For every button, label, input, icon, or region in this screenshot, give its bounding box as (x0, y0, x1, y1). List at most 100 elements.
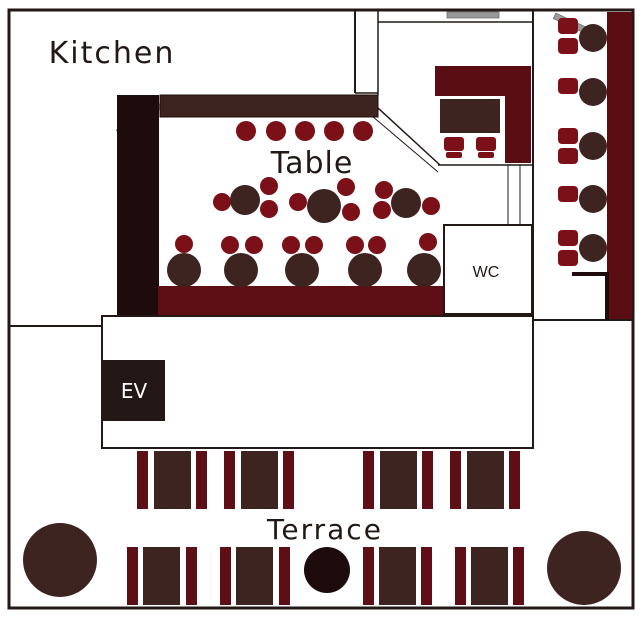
bench (283, 451, 294, 509)
round-table (579, 78, 607, 106)
diagonal-wall-inner (371, 115, 439, 173)
bench (279, 547, 290, 605)
round-table (348, 253, 382, 287)
terrace-table (143, 547, 180, 605)
bench (509, 451, 520, 509)
chair (558, 250, 578, 266)
bench (186, 547, 197, 605)
bench (421, 547, 432, 605)
terrace-table (380, 451, 417, 509)
round-table (579, 24, 607, 52)
top-seat-row (236, 121, 373, 141)
terrace-table (154, 451, 191, 509)
booth-counter-side (505, 66, 531, 163)
round-table (579, 132, 607, 160)
terrace-table (379, 547, 416, 605)
ev-label: EV (121, 379, 148, 403)
round-table (167, 253, 201, 287)
outer-wall (7, 8, 635, 610)
door-top (446, 11, 500, 19)
bench (422, 451, 433, 509)
chair (558, 18, 578, 34)
walls (7, 8, 635, 610)
table-label: Table (270, 146, 354, 181)
bench (450, 451, 461, 509)
terrace-center-planter (304, 547, 350, 593)
booth-seat (446, 152, 462, 158)
terrace-table (471, 547, 508, 605)
terrace-upper-row (137, 451, 520, 509)
seat (337, 178, 355, 196)
booth-table (440, 99, 500, 133)
booth-seat (478, 152, 494, 158)
chair (558, 186, 578, 202)
wc-room (443, 224, 533, 315)
booth-seat (476, 137, 496, 151)
bench (363, 451, 374, 509)
round-table (230, 185, 260, 215)
seat (353, 121, 373, 141)
bench (455, 547, 466, 605)
seat (260, 177, 278, 195)
terrace-table (467, 451, 504, 509)
bottom-bench (158, 286, 444, 316)
bench (196, 451, 207, 509)
seat (375, 181, 393, 199)
right-seating (558, 12, 632, 320)
seat (213, 193, 231, 211)
bench (220, 547, 231, 605)
seat (324, 121, 344, 141)
round-table (391, 188, 421, 218)
bottom-table-row (167, 233, 441, 287)
chair (558, 230, 578, 246)
kitchen-label: Kitchen (49, 36, 176, 71)
seat (346, 236, 364, 254)
bench (363, 547, 374, 605)
bench (137, 451, 148, 509)
right-wall-bench (607, 12, 632, 319)
seat (422, 197, 440, 215)
seat (295, 121, 315, 141)
terrace-table (236, 547, 273, 605)
bench (224, 451, 235, 509)
terrace-lower-row (127, 547, 524, 605)
wc-label: WC (473, 264, 500, 281)
right-bench-divider (572, 272, 607, 276)
round-table (579, 234, 607, 262)
top-counter (159, 94, 379, 118)
seat (175, 235, 193, 253)
diagonal-wall (377, 107, 441, 166)
seat (221, 236, 239, 254)
ev-box (102, 360, 165, 421)
round-table (579, 185, 607, 213)
left-pillar (117, 95, 159, 316)
seat (368, 236, 386, 254)
seat (289, 193, 307, 211)
chair (558, 148, 578, 164)
lobby (101, 315, 534, 449)
bench (513, 547, 524, 605)
terrace-table (241, 451, 278, 509)
seat (419, 233, 437, 251)
right-bench-post (605, 272, 609, 320)
seat (282, 236, 300, 254)
terrace-round-table-left (23, 523, 97, 597)
seat (266, 121, 286, 141)
seat (342, 203, 360, 221)
booth-seat (444, 137, 464, 151)
chair (558, 38, 578, 54)
terrace-round-table-right (547, 531, 621, 605)
bench (127, 547, 138, 605)
round-table (307, 189, 341, 223)
middle-table-group (213, 177, 440, 223)
round-table (285, 253, 319, 287)
seat (305, 236, 323, 254)
seat (236, 121, 256, 141)
round-table (407, 253, 441, 287)
terrace-label: Terrace (266, 513, 383, 546)
seat (245, 236, 263, 254)
round-table (224, 253, 258, 287)
chair (558, 78, 578, 94)
seat (373, 201, 391, 219)
